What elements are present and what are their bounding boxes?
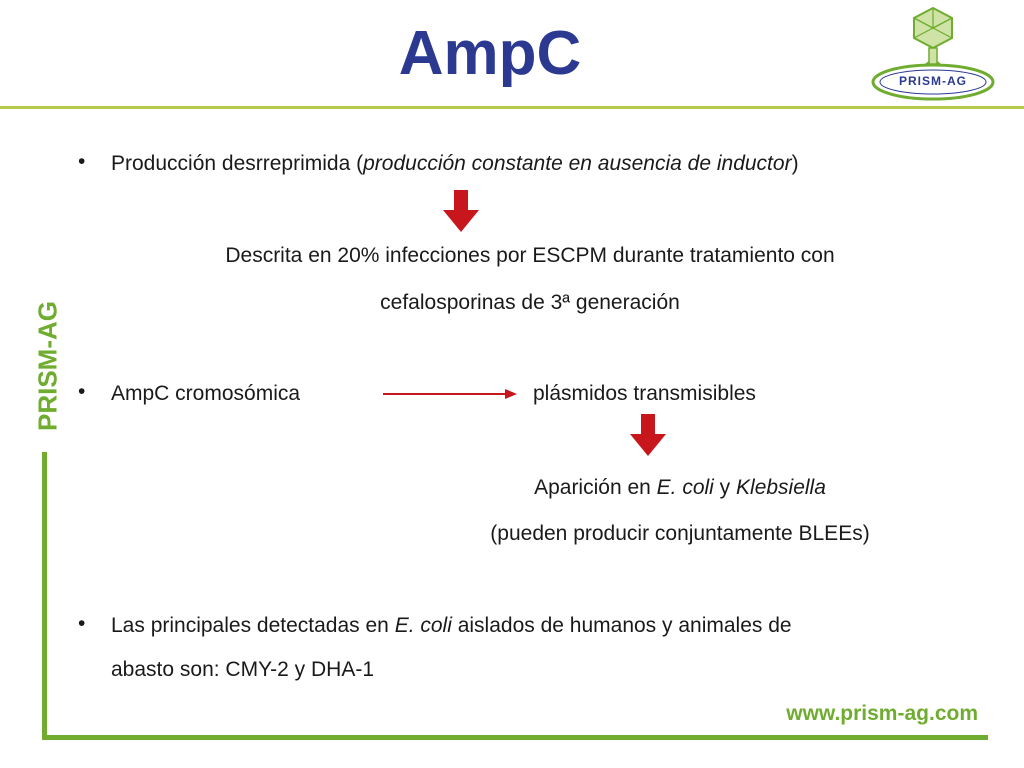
side-label: PRISM-AG [28, 292, 68, 440]
bullet-3-italic: E. coli [394, 614, 452, 637]
side-label-text: PRISM-AG [32, 301, 63, 431]
bullet-1-italic: producción constante en ausencia de indu… [363, 152, 792, 175]
result-2-italic-klebsiella: Klebsiella [736, 476, 826, 499]
bullet-1-suffix: ) [791, 152, 799, 175]
bullet-marker: • [78, 150, 86, 173]
prism-ag-logo: PRISM-AG [868, 4, 998, 102]
footer-url-link[interactable]: www.prism-ag.com [786, 702, 978, 725]
result-1-line-1: Descrita en 20% infecciones por ESCPM du… [225, 244, 835, 267]
result-2-text-a: Aparición en [534, 476, 657, 499]
result-1-line-2: cefalosporinas de 3ª generación [380, 291, 680, 314]
bullet-3-text-c: aislados de humanos y animales de [451, 614, 792, 637]
logo-text: PRISM-AG [899, 74, 967, 88]
result-2-text-c: y [713, 476, 737, 499]
bullet-2-right: plásmidos transmisibles [533, 382, 756, 405]
frame-bottom-line [42, 735, 988, 740]
page-title: AmpC [398, 19, 582, 88]
bullet-marker: • [78, 612, 86, 635]
title-divider [0, 106, 1024, 109]
virus-logo-icon [871, 6, 995, 101]
bullet-3-line-1: Las principales detectadas en E. coli ai… [111, 612, 792, 640]
bullet-marker: • [78, 380, 86, 403]
result-2-line-1: Aparición en E. coli y Klebsiella [400, 474, 960, 502]
down-arrow-icon [630, 414, 666, 456]
bullet-3-text-a: Las principales detectadas en [111, 614, 395, 637]
right-arrow-icon [383, 389, 517, 399]
result-2-line-2: (pueden producir conjuntamente BLEEs) [490, 522, 870, 545]
bullet-1-prefix: Producción desrreprimida ( [111, 152, 364, 175]
bullet-3-line-2: abasto son: CMY-2 y DHA-1 [111, 658, 375, 681]
frame-left-line [42, 452, 47, 740]
down-arrow-icon [443, 190, 479, 232]
bullet-1-text: Producción desrreprimida (producción con… [111, 150, 799, 178]
result-2-italic-ecoli: E. coli [656, 476, 714, 499]
bullet-2-left: AmpC cromosómica [111, 382, 301, 405]
